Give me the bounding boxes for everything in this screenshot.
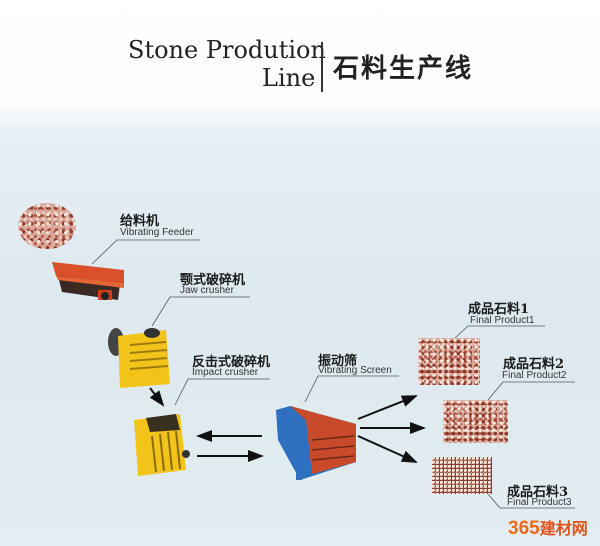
- final-product1-image: [418, 338, 480, 385]
- jaw-crusher-machine: [108, 328, 170, 388]
- watermark-logo: 365建材网: [508, 515, 588, 540]
- arrow-to-product3: [357, 435, 418, 463]
- leader-lines: [91, 239, 575, 509]
- jaw-crusher-label-cn: 颚式破碎机: [180, 273, 246, 288]
- product3-label-cn: 成品石料3: [507, 485, 569, 500]
- impact-crusher-label-cn: 反击式破碎机: [192, 355, 271, 370]
- product2-label-en: Final Product2: [502, 370, 567, 381]
- vibrating-feeder-machine: [52, 262, 124, 300]
- impact-crusher-machine: [134, 414, 190, 476]
- final-product3-image: [432, 457, 492, 494]
- impact-crusher-label-en: Impact crusher: [192, 367, 259, 378]
- raw-stone-image: [18, 203, 76, 249]
- flow-arrows: [149, 387, 426, 463]
- title-chinese: 石料生产线: [333, 54, 474, 84]
- title-english-line2: Line: [262, 64, 316, 92]
- watermark-text: 建材网: [539, 521, 588, 538]
- arrow-jaw-to-impact: [149, 387, 165, 407]
- final-product2-image: [443, 400, 508, 443]
- vibrating-screen-machine: [276, 406, 356, 480]
- product2-label-cn: 成品石料2: [503, 357, 565, 372]
- title-divider: [321, 42, 323, 92]
- screen-label-en: Vibrating Screen: [318, 365, 392, 376]
- product3-label-en: Final Product3: [507, 497, 572, 508]
- product1-label-en: Final Product1: [470, 315, 535, 326]
- feeder-label-cn: 给料机: [120, 214, 160, 229]
- title-english-line1: Stone Prodution: [128, 36, 326, 64]
- screen-label-cn: 振动筛: [318, 354, 358, 369]
- watermark-number: 365: [508, 518, 540, 539]
- arrow-to-product1: [357, 395, 418, 420]
- jaw-crusher-label-en: Jaw crusher: [180, 285, 234, 296]
- feeder-label-en: Vibrating Feeder: [120, 227, 194, 238]
- product1-label-cn: 成品石料1: [468, 302, 530, 317]
